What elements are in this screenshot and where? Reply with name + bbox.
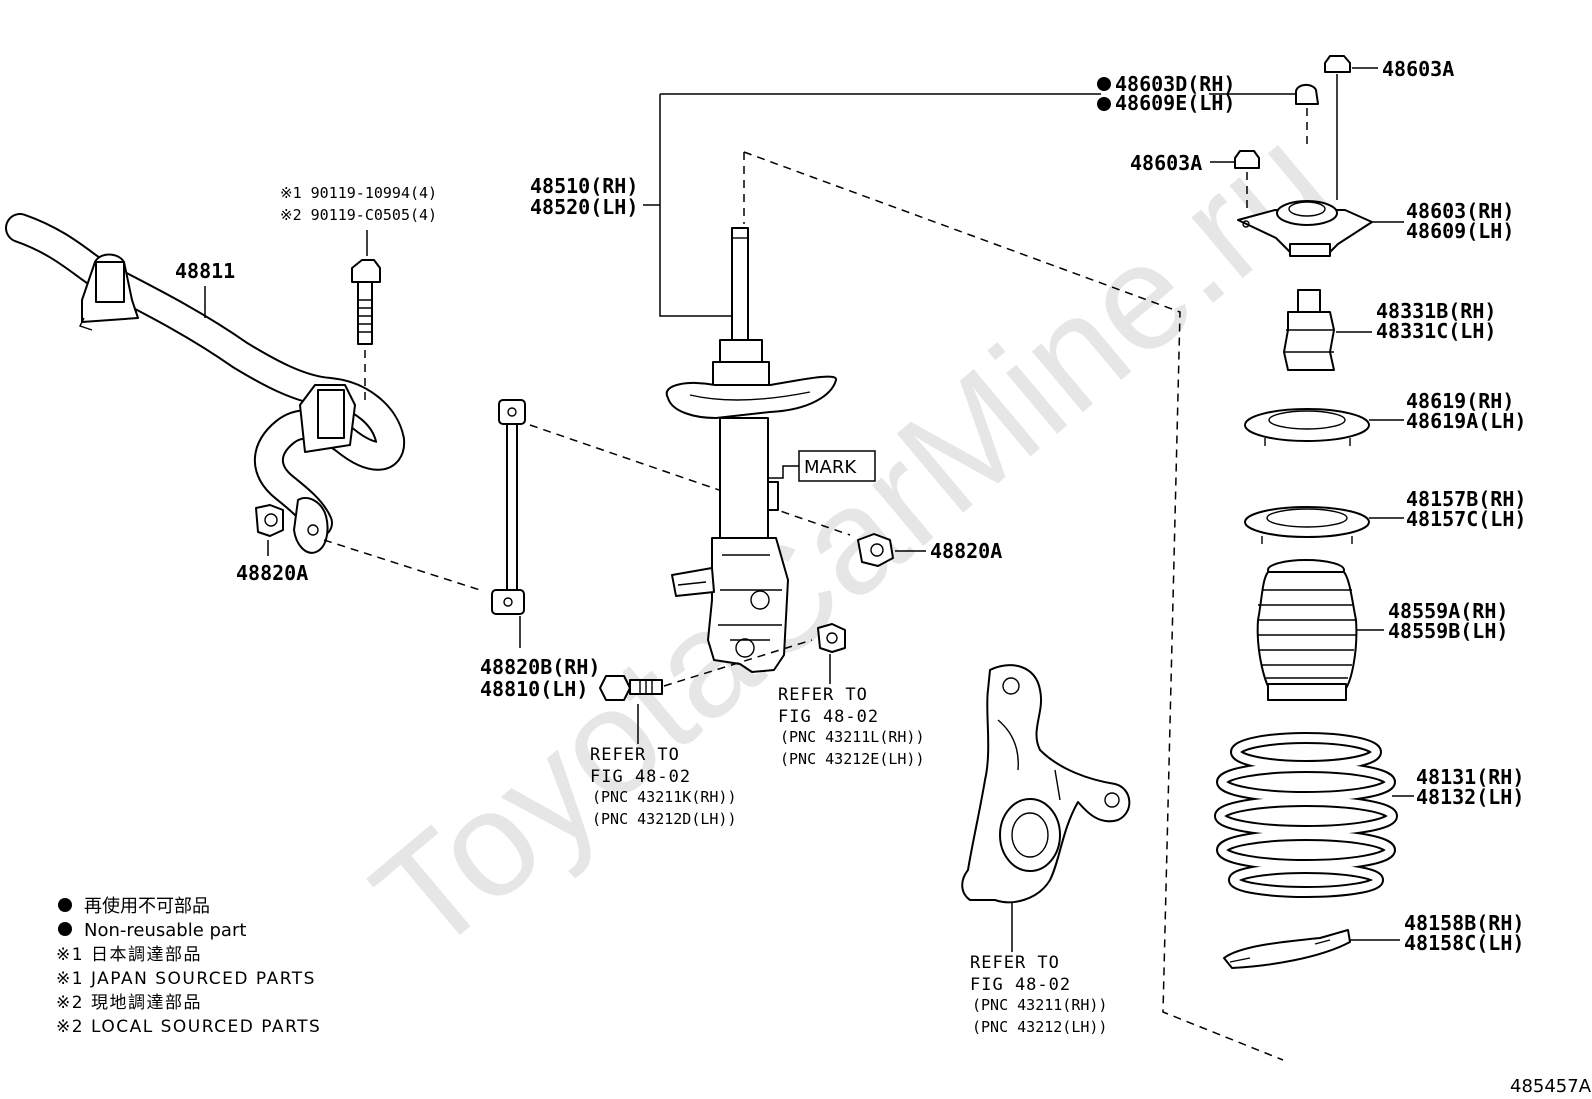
- svg-text:(PNC 43211L(RH)): (PNC 43211L(RH)): [780, 728, 925, 746]
- steering-knuckle[interactable]: [961, 664, 1131, 904]
- ref-bolt: REFER TO FIG 48-02 (PNC 43211K(RH)) (PNC…: [590, 745, 737, 828]
- nonreuse-dot-icon: [58, 922, 72, 936]
- cam-nut[interactable]: [817, 623, 846, 653]
- label-bump-lh: 48331C(LH): [1376, 319, 1496, 343]
- svg-text:REFER TO: REFER TO: [778, 685, 868, 705]
- strut-lower-bolt[interactable]: [599, 675, 663, 701]
- label-seat-rh: 48619(RH): [1406, 389, 1514, 413]
- stabilizer-bushing-left[interactable]: [255, 504, 284, 537]
- svg-text:※1 JAPAN SOURCED PARTS: ※1 JAPAN SOURCED PARTS: [56, 969, 316, 989]
- label-bearing-rh: 48157B(RH): [1406, 487, 1526, 511]
- svg-text:FIG 48-02: FIG 48-02: [970, 975, 1071, 995]
- label-insulator-rh: 48158B(RH): [1404, 911, 1524, 935]
- label-nut-side: 48603A: [1130, 151, 1202, 175]
- ref-cam: REFER TO FIG 48-02 (PNC 43211L(RH)) (PNC…: [778, 685, 925, 768]
- svg-text:REFER TO: REFER TO: [970, 953, 1060, 973]
- figure-id: 485457A: [1510, 1076, 1592, 1097]
- label-bump-rh: 48331B(RH): [1376, 299, 1496, 323]
- label-mark: MARK: [804, 457, 857, 478]
- svg-text:※2 現地調達部品: ※2 現地調達部品: [56, 993, 202, 1013]
- svg-text:※1 日本調達部品: ※1 日本調達部品: [56, 945, 202, 965]
- svg-text:FIG 48-02: FIG 48-02: [778, 707, 879, 727]
- nonreuse-dot-icon: [1097, 77, 1111, 91]
- label-insulator-lh: 48158C(LH): [1404, 931, 1524, 955]
- svg-text:再使用不可部品: 再使用不可部品: [84, 896, 210, 917]
- label-spring-rh: 48131(RH): [1416, 765, 1524, 789]
- label-bushing-right: 48820A: [930, 539, 1002, 563]
- bump-stop[interactable]: [1283, 289, 1335, 371]
- svg-text:FIG 48-02: FIG 48-02: [590, 767, 691, 787]
- svg-text:(PNC 43211K(RH)): (PNC 43211K(RH)): [592, 788, 737, 806]
- label-stabilizer-bar: 48811: [175, 259, 235, 283]
- upper-mount[interactable]: [1237, 200, 1373, 257]
- dust-boot[interactable]: [1256, 559, 1358, 701]
- label-bearing-lh: 48157C(LH): [1406, 507, 1526, 531]
- stabilizer-bar[interactable]: [5, 213, 406, 554]
- upper-spring-seat[interactable]: [1244, 408, 1370, 446]
- nonreuse-dot-icon: [58, 898, 72, 912]
- nut-48603A-side[interactable]: [1234, 150, 1260, 169]
- stabilizer-link[interactable]: [491, 399, 526, 615]
- nonreuse-dot-icon: [1097, 97, 1111, 111]
- label-strut-rh: 48510(RH): [530, 174, 638, 198]
- label-nut-rh: 48603D(RH): [1115, 72, 1235, 96]
- spring-bearing[interactable]: [1244, 506, 1370, 544]
- watermark: ToyotaCarMine.ru: [343, 95, 1358, 985]
- legend: 再使用不可部品 Non-reusable part ※1 日本調達部品 ※1 J…: [56, 896, 321, 1037]
- svg-text:REFER TO: REFER TO: [590, 745, 680, 765]
- svg-text:(PNC 43212(LH)): (PNC 43212(LH)): [972, 1018, 1107, 1036]
- label-nut-lh: 48609E(LH): [1115, 91, 1235, 115]
- label-bushing-left: 48820A: [236, 561, 308, 585]
- label-boot-lh: 48559B(LH): [1388, 619, 1508, 643]
- nut-48603A-top[interactable]: [1324, 55, 1351, 73]
- strut-assembly[interactable]: [665, 227, 837, 673]
- label-spring-lh: 48132(LH): [1416, 785, 1524, 809]
- svg-text:(PNC 43212D(LH)): (PNC 43212D(LH)): [592, 810, 737, 828]
- svg-text:※2 LOCAL SOURCED PARTS: ※2 LOCAL SOURCED PARTS: [56, 1017, 321, 1037]
- lower-insulator[interactable]: [1223, 929, 1351, 969]
- label-mount-lh: 48609(LH): [1406, 219, 1514, 243]
- label-mount-rh: 48603(RH): [1406, 199, 1514, 223]
- label-link-rh: 48820B(RH): [480, 655, 600, 679]
- nut-48603D[interactable]: [1295, 84, 1319, 105]
- label-nut-top: 48603A: [1382, 57, 1454, 81]
- ref-knuckle: REFER TO FIG 48-02 (PNC 43211(RH)) (PNC …: [970, 953, 1107, 1036]
- svg-text:Non-reusable part: Non-reusable part: [84, 920, 246, 941]
- label-seat-lh: 48619A(LH): [1406, 409, 1526, 433]
- label-bolt-ref1: ※1 90119-10994(4): [280, 184, 437, 202]
- label-boot-rh: 48559A(RH): [1388, 599, 1508, 623]
- stabilizer-bushing-right[interactable]: [857, 533, 894, 567]
- label-link-lh: 48810(LH): [480, 677, 588, 701]
- label-bolt-ref2: ※2 90119-C0505(4): [280, 206, 437, 224]
- bolt-90119[interactable]: [351, 259, 381, 405]
- svg-text:(PNC 43212E(LH)): (PNC 43212E(LH)): [780, 750, 925, 768]
- svg-text:(PNC 43211(RH)): (PNC 43211(RH)): [972, 996, 1107, 1014]
- labels: 48811 ※1 90119-10994(4) ※2 90119-C0505(4…: [175, 57, 1526, 955]
- label-strut-lh: 48520(LH): [530, 195, 638, 219]
